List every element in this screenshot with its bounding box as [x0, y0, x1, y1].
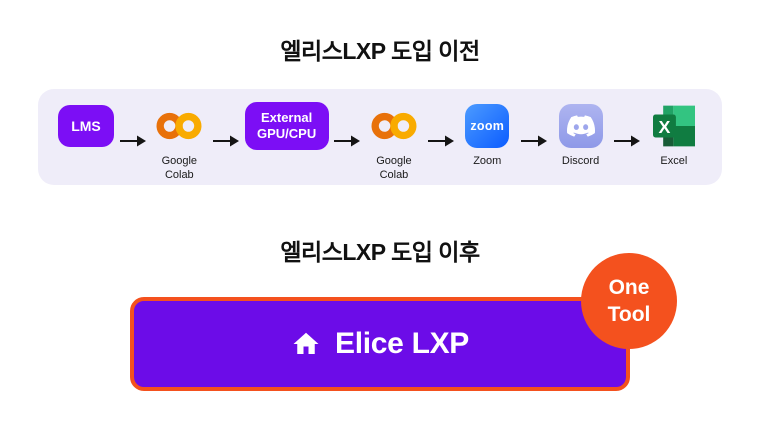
excel-label: Excel: [660, 155, 688, 167]
flow-arrow-icon: [212, 135, 239, 147]
flow-arrow-icon: [520, 135, 547, 147]
flow-arrow-icon: [614, 135, 641, 147]
excel-x-letter: X: [658, 117, 670, 137]
lms-node: LMS: [58, 104, 114, 162]
google-colab-icon: [371, 112, 417, 140]
before-workflow-band: LMS Google Colab External GPU/CPU: [38, 89, 722, 185]
external-gpu-cpu-pill: External GPU/CPU: [244, 102, 329, 150]
discord-node: Discord: [553, 104, 609, 168]
excel-node: X Excel: [646, 104, 702, 168]
home-icon: [293, 332, 319, 354]
one-tool-badge: One Tool: [581, 253, 677, 349]
elice-lxp-button[interactable]: Elice LXP: [130, 297, 630, 391]
discord-logo-icon: [566, 115, 595, 137]
elice-lxp-cta-area: Elice LXP One Tool: [130, 253, 677, 391]
lms-pill-label: LMS: [58, 105, 114, 147]
before-title: 엘리스LXP 도입 이전: [280, 38, 480, 64]
zoom-label: Zoom: [473, 155, 502, 167]
one-tool-badge-line2: Tool: [607, 303, 651, 326]
google-colab-label: Google Colab: [376, 155, 412, 182]
google-colab-node: Google Colab: [151, 104, 207, 183]
google-colab-label: Google Colab: [161, 155, 198, 182]
google-colab-node: Google Colab: [366, 104, 422, 183]
lms-pill: LMS: [58, 104, 114, 148]
after-title: 엘리스LXP 도입 이후: [280, 239, 480, 265]
external-gpu-cpu-pill-label: External GPU/CPU: [244, 102, 329, 150]
one-tool-badge-line1: One: [608, 275, 650, 299]
flow-arrow-icon: [334, 135, 361, 147]
flow-arrow-icon: [119, 135, 146, 147]
zoom-node: zoom Zoom: [459, 104, 515, 168]
zoom-logo-text: zoom: [470, 119, 505, 133]
excel-icon: X: [652, 105, 695, 147]
external-gpu-cpu-node: External GPU/CPU: [244, 102, 329, 162]
discord-label: Discord: [561, 155, 600, 167]
zoom-icon: zoom: [465, 104, 510, 148]
discord-icon: [558, 104, 603, 148]
google-colab-icon: [156, 112, 202, 140]
flow-arrow-icon: [427, 135, 454, 147]
elice-lxp-button-label: Elice LXP: [334, 327, 470, 360]
